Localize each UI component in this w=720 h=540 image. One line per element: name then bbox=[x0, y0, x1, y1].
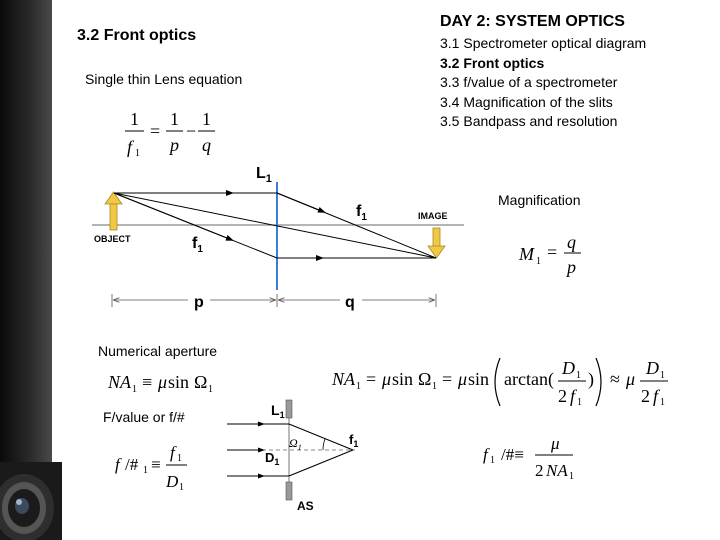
table-of-contents: 3.1 Spectrometer optical diagram 3.2 Fro… bbox=[440, 34, 646, 132]
svg-text:≡: ≡ bbox=[142, 372, 152, 392]
camera-lens-photo bbox=[0, 462, 62, 540]
svg-text:f: f bbox=[653, 386, 661, 406]
svg-text:1: 1 bbox=[577, 397, 582, 408]
svg-text:1: 1 bbox=[356, 381, 361, 392]
svg-text:D: D bbox=[645, 358, 659, 378]
svg-text:p: p bbox=[168, 135, 179, 155]
svg-text:1: 1 bbox=[536, 256, 541, 267]
svg-text:p: p bbox=[565, 257, 576, 277]
svg-text:1: 1 bbox=[660, 397, 665, 408]
svg-text:=: = bbox=[547, 242, 557, 262]
numerical-aperture-heading: Numerical aperture bbox=[98, 343, 218, 359]
svg-text:=: = bbox=[150, 121, 160, 141]
svg-text:D: D bbox=[561, 358, 575, 378]
svg-text:Ω: Ω bbox=[194, 372, 207, 392]
lens-equation-heading: Single thin Lens equation bbox=[85, 71, 243, 87]
svg-text:=: = bbox=[442, 369, 452, 389]
svg-text:−: − bbox=[186, 121, 196, 141]
svg-text:f: f bbox=[170, 443, 177, 462]
svg-text:D: D bbox=[165, 472, 179, 491]
svg-text:2: 2 bbox=[535, 461, 544, 480]
left-decorative-bar bbox=[0, 0, 52, 540]
aperture-stop-top bbox=[285, 399, 293, 419]
svg-text:μ: μ bbox=[157, 372, 167, 392]
svg-text:2: 2 bbox=[558, 386, 567, 406]
svg-text:Ω: Ω bbox=[418, 369, 431, 389]
svg-text:1: 1 bbox=[202, 109, 211, 129]
image-label: IMAGE bbox=[418, 211, 448, 221]
aperture-stop-label: AS bbox=[297, 499, 314, 513]
svg-text:q: q bbox=[567, 232, 576, 252]
svg-text:μ: μ bbox=[381, 369, 391, 389]
object-label: OBJECT bbox=[94, 234, 131, 244]
aperture-diameter-label: D1 bbox=[265, 450, 279, 467]
lens-l1-label-2: L1 bbox=[271, 402, 285, 420]
svg-text:q: q bbox=[202, 135, 211, 155]
svg-text:2: 2 bbox=[641, 386, 650, 406]
svg-text:1: 1 bbox=[143, 465, 148, 476]
fvalue-heading: F/value or f/# bbox=[103, 409, 185, 425]
page-title: 3.2 Front optics bbox=[77, 27, 197, 44]
svg-text:f: f bbox=[570, 386, 578, 406]
svg-text:NA: NA bbox=[107, 372, 132, 392]
focal-label-image-side: f1 bbox=[356, 203, 367, 223]
svg-text:sin: sin bbox=[392, 369, 413, 389]
svg-text:arctan(: arctan( bbox=[504, 369, 554, 390]
svg-text:1: 1 bbox=[660, 370, 665, 381]
svg-text:μ: μ bbox=[457, 369, 467, 389]
svg-text:1: 1 bbox=[170, 109, 179, 129]
course-title: DAY 2: SYSTEM OPTICS bbox=[440, 13, 625, 30]
svg-text:NA: NA bbox=[545, 461, 568, 480]
half-angle-label: Ω1 bbox=[289, 436, 302, 452]
svg-text:μ: μ bbox=[625, 369, 635, 389]
svg-text:≈: ≈ bbox=[610, 369, 620, 389]
toc-item-3-2[interactable]: 3.2 Front optics bbox=[440, 54, 545, 71]
svg-text:1: 1 bbox=[135, 148, 140, 159]
svg-text:≡: ≡ bbox=[151, 455, 161, 474]
image-distance-label: q bbox=[345, 294, 355, 311]
focal-length-label: f1 bbox=[349, 432, 358, 449]
svg-text:sin: sin bbox=[168, 372, 189, 392]
svg-text:f: f bbox=[483, 445, 490, 464]
toc-item-3-1[interactable]: 3.1 Spectrometer optical diagram bbox=[440, 35, 647, 51]
thin-lens-imaging-diagram: L1 OBJECT IMAGE f1 f1 p q bbox=[92, 165, 464, 311]
svg-text:1: 1 bbox=[576, 370, 581, 381]
svg-text:1: 1 bbox=[177, 453, 182, 464]
toc-item-3-5[interactable]: 3.5 Bandpass and resolution bbox=[440, 113, 618, 129]
svg-text:1: 1 bbox=[432, 381, 437, 392]
toc-item-3-4[interactable]: 3.4 Magnification of the slits bbox=[440, 93, 613, 110]
svg-text:/#≡: /#≡ bbox=[501, 445, 524, 464]
svg-text:1: 1 bbox=[130, 109, 139, 129]
aperture-stop-bottom bbox=[285, 481, 293, 501]
svg-text:1: 1 bbox=[208, 384, 213, 395]
svg-text:/#: /# bbox=[125, 455, 139, 474]
svg-text:f: f bbox=[115, 455, 122, 474]
svg-text:M: M bbox=[518, 244, 535, 264]
svg-text:=: = bbox=[366, 369, 376, 389]
focal-label-object-side: f1 bbox=[192, 235, 203, 255]
toc-item-3-3[interactable]: 3.3 f/value of a spectrometer bbox=[440, 74, 618, 90]
svg-text:1: 1 bbox=[569, 471, 574, 482]
aperture-stop-diagram: L1 Ω1 D1 f1 AS bbox=[227, 399, 358, 513]
svg-text:1: 1 bbox=[179, 482, 184, 493]
svg-text:1: 1 bbox=[132, 384, 137, 395]
svg-text:1: 1 bbox=[490, 455, 495, 466]
image-arrow bbox=[427, 227, 446, 259]
lens-l1-label: L1 bbox=[256, 165, 272, 185]
magnification-heading: Magnification bbox=[498, 192, 581, 208]
svg-text:sin: sin bbox=[468, 369, 489, 389]
object-distance-label: p bbox=[194, 294, 204, 311]
svg-text:NA: NA bbox=[331, 369, 356, 389]
object-arrow bbox=[104, 191, 123, 231]
svg-text:): ) bbox=[588, 369, 594, 390]
svg-text:f: f bbox=[127, 137, 135, 157]
svg-text:μ: μ bbox=[550, 434, 560, 453]
